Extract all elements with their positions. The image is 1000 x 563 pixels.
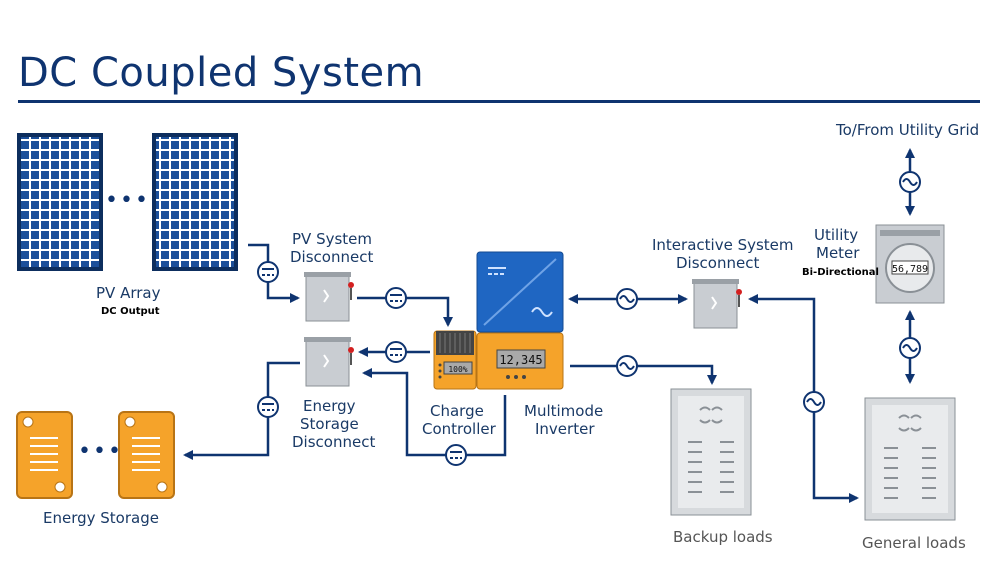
inverter-label-2: Inverter (535, 420, 595, 438)
energy-storage-label: Energy Storage (43, 509, 159, 527)
pv-array-label: PV Array (96, 284, 161, 302)
utility-meter-label-1: Utility (814, 226, 859, 244)
general-loads-panel (864, 397, 956, 521)
pv-ellipsis: ••• (105, 188, 150, 213)
dc-symbol-controller-in (385, 287, 407, 309)
ac-symbol-backup (616, 355, 638, 377)
storage-disconnect-label-2: Storage (300, 415, 359, 433)
inverter-top-unit (476, 251, 564, 333)
storage-disconnect-label-3: Disconnect (292, 433, 376, 451)
title-divider (18, 100, 980, 103)
dc-output-label: DC Output (101, 306, 160, 317)
dc-symbol-loop (445, 444, 467, 466)
ac-symbol-meter-loads (899, 337, 921, 359)
utility-meter-unit (875, 224, 945, 304)
charge-controller-label-2: Controller (422, 420, 496, 438)
battery-1 (16, 411, 73, 499)
pv-disconnect-label-2: Disconnect (290, 248, 374, 266)
utility-meter-label-2: Meter (816, 244, 860, 262)
pv-panel-1 (17, 133, 103, 271)
inverter-base-unit (476, 332, 564, 390)
utility-grid-label: To/From Utility Grid (836, 121, 980, 139)
general-loads-label: General loads (862, 534, 966, 552)
backup-loads-panel (670, 388, 752, 516)
inverter-label-1: Multimode (524, 402, 604, 420)
storage-ellipsis: ••• (78, 439, 123, 464)
pv-panel-2 (152, 133, 238, 271)
storage-disconnect-box (304, 337, 354, 387)
ac-symbol-general (803, 391, 825, 413)
charge-controller-label-1: Charge (430, 402, 484, 420)
page-title: DC Coupled System (18, 50, 425, 96)
interactive-system-disconnect-box (692, 279, 742, 329)
dc-symbol-controller-out (385, 341, 407, 363)
dc-symbol-storage (257, 396, 279, 418)
pv-disconnect-label-1: PV System (292, 230, 373, 248)
charge-controller-unit (433, 330, 477, 390)
battery-2 (118, 411, 175, 499)
charge-controller-display: 100% (448, 365, 467, 374)
interactive-disconnect-label-2: Disconnect (676, 254, 760, 272)
meter-display: 56,789 (892, 264, 928, 275)
interactive-disconnect-label-1: Interactive System (652, 236, 794, 254)
ac-symbol-interactive (616, 288, 638, 310)
backup-loads-label: Backup loads (673, 528, 773, 546)
pv-system-disconnect-box (304, 272, 354, 322)
inverter-display: 12,345 (499, 353, 542, 367)
bi-directional-label: Bi-Directional (802, 267, 879, 278)
storage-disconnect-label-1: Energy (303, 397, 356, 415)
dc-symbol-pv (257, 261, 279, 283)
ac-symbol-grid (899, 171, 921, 193)
